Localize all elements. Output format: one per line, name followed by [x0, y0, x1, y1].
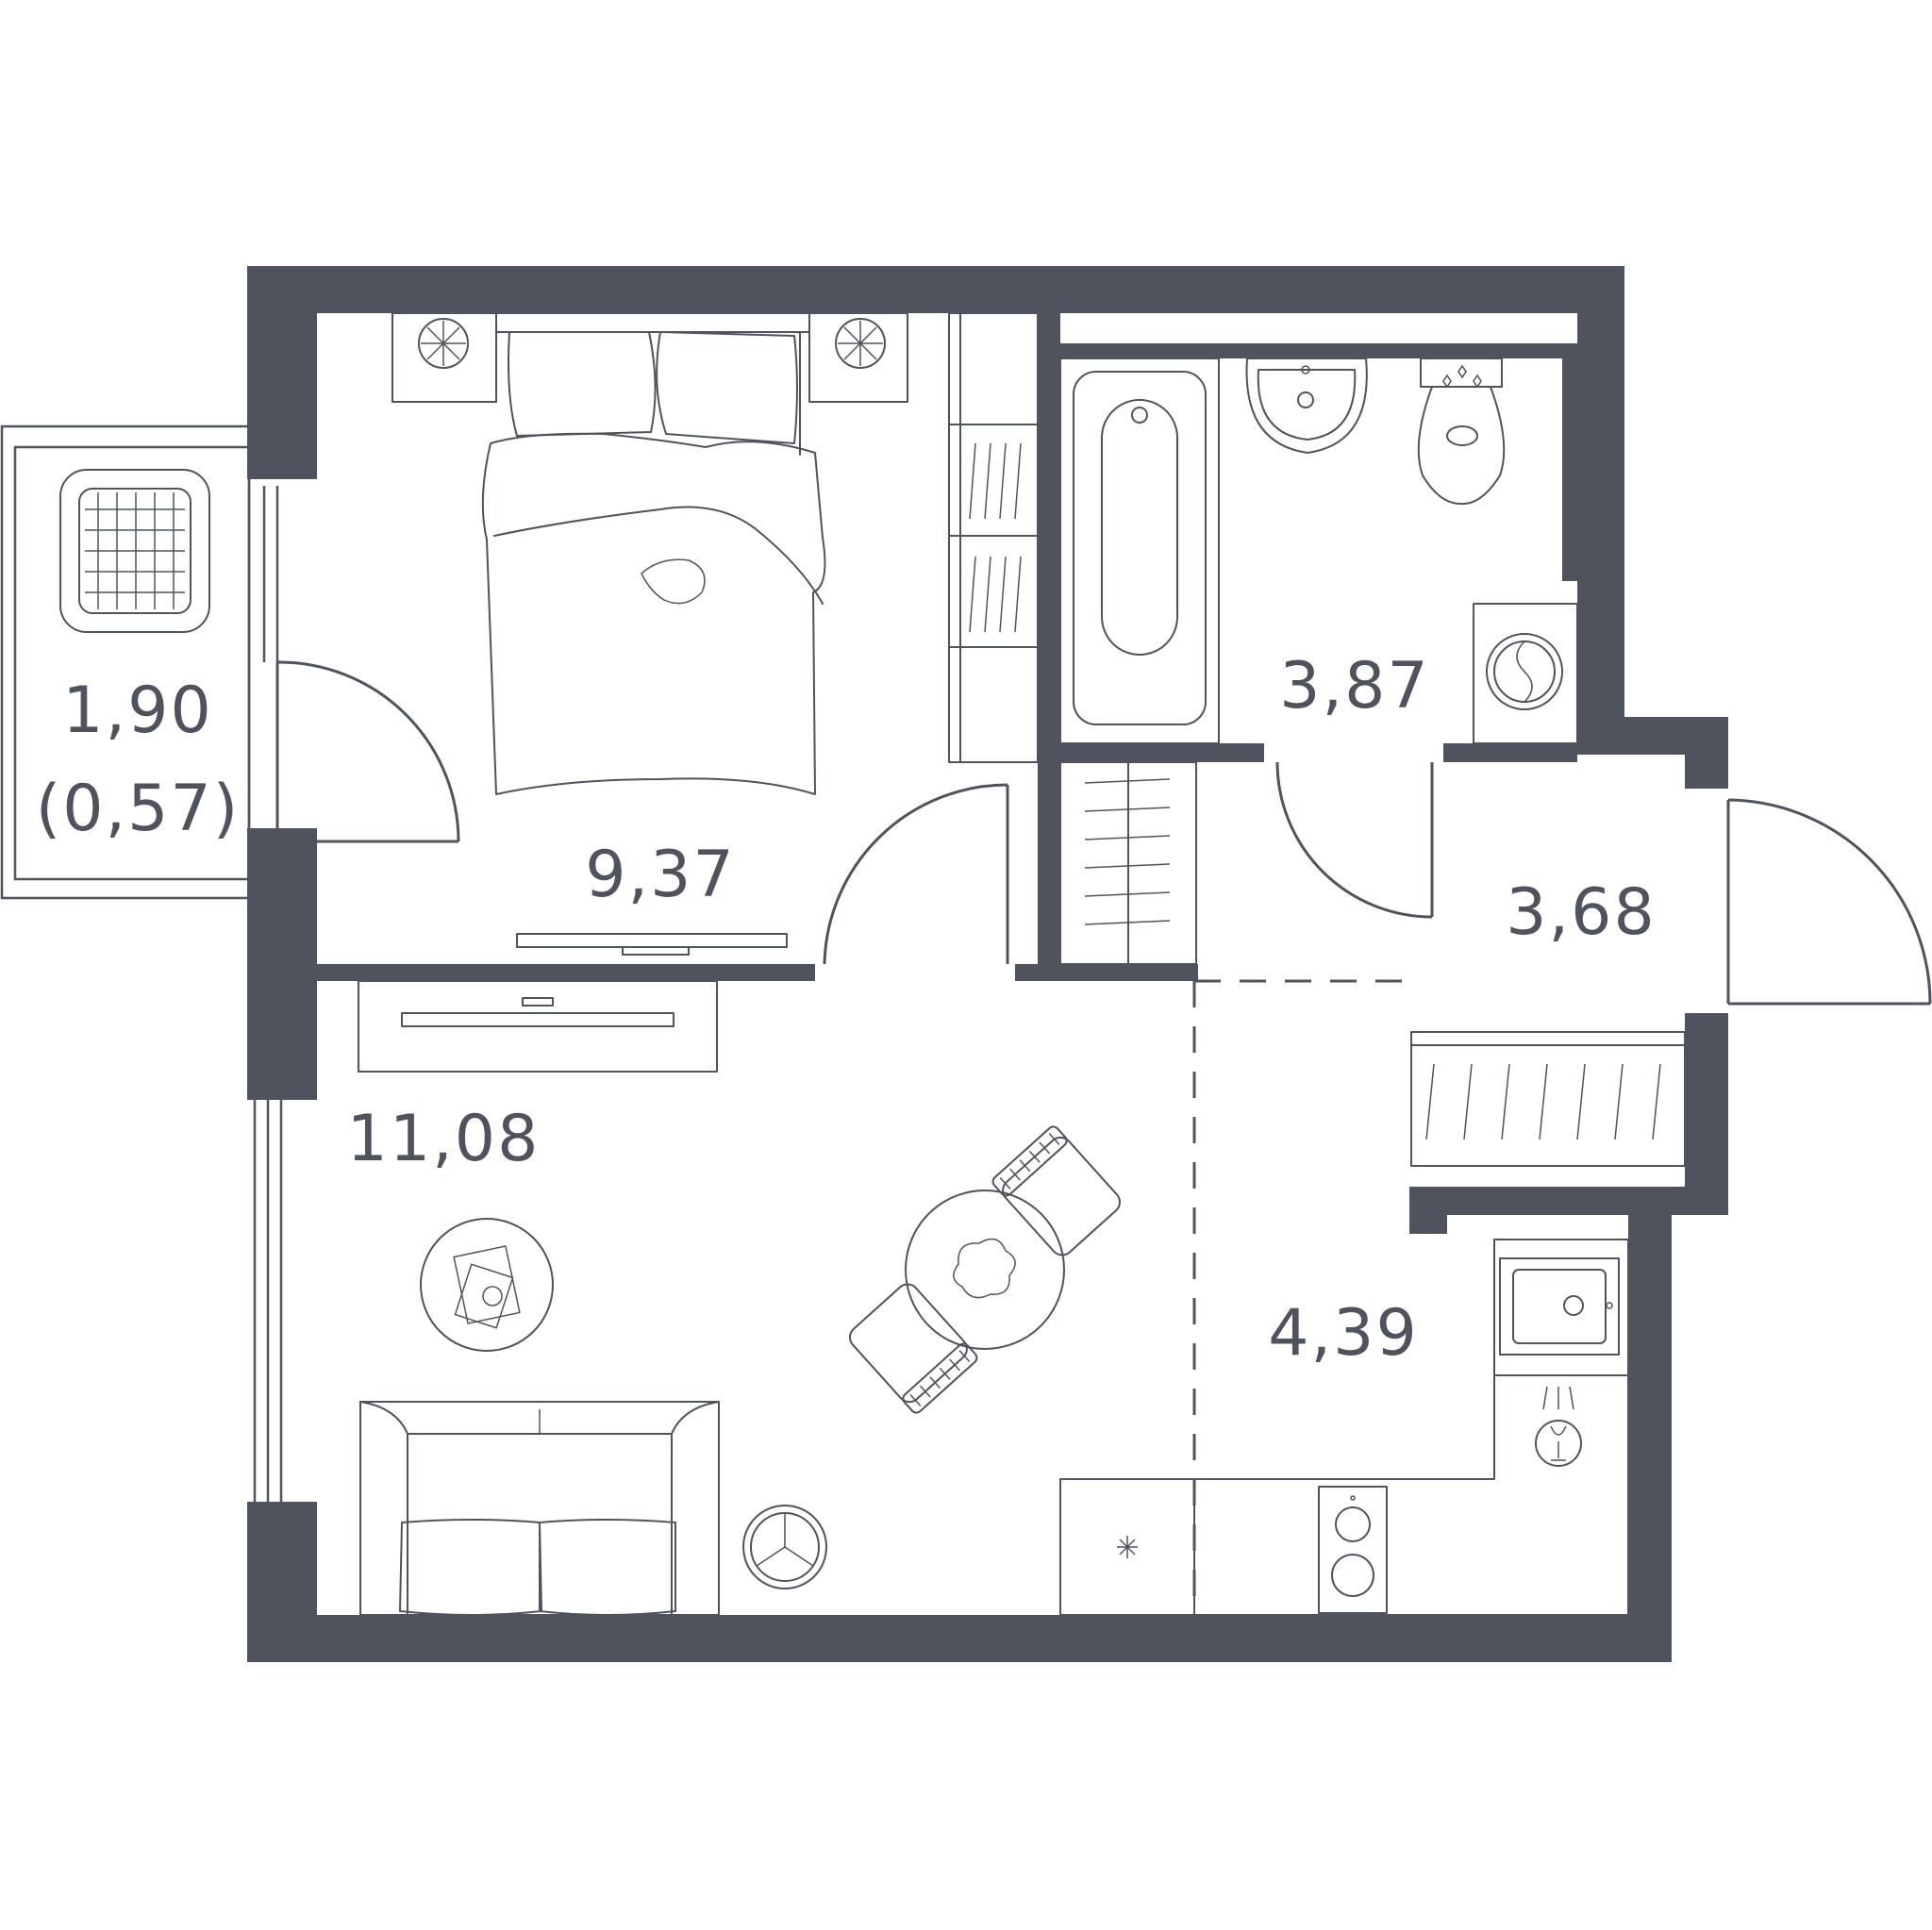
sink-icon [1499, 1257, 1620, 1356]
living-window [253, 1100, 283, 1513]
wardrobe-icon [1410, 1031, 1686, 1167]
toilet-icon [1417, 358, 1506, 506]
room-area-kitchen: 4,39 [1268, 1296, 1418, 1371]
dishwasher-icon [1535, 1386, 1582, 1467]
bathtub-icon [1059, 358, 1220, 744]
bathroom-door [1275, 761, 1434, 919]
sofa-icon [359, 1401, 720, 1616]
coffee-table-icon [420, 1218, 554, 1352]
dining-table-icon [905, 1190, 1065, 1350]
fridge-icon [1059, 1478, 1195, 1616]
zone-divider [1192, 979, 1411, 1615]
room-area-bedroom: 9,37 [585, 838, 735, 912]
balcony-door [275, 660, 460, 843]
robot-vacuum-icon [742, 1505, 827, 1589]
room-area-balcony: 1,90 [62, 674, 212, 748]
room-area-living-room: 11,08 [347, 1102, 541, 1176]
room-area-hallway: 3,68 [1506, 875, 1656, 950]
nightstand-lamp-icon [391, 312, 497, 403]
washing-machine-icon [1473, 603, 1578, 744]
wardrobe-icon [1059, 761, 1197, 965]
bathroom: 3,87 [1059, 358, 1578, 744]
balcony [0, 424, 279, 900]
bedroom: 9,37 [391, 312, 1039, 956]
tv-icon [358, 980, 718, 1073]
wardrobe-icon [948, 312, 1039, 763]
chair-icon [848, 1283, 978, 1414]
entrance-door [1726, 798, 1932, 1006]
fridge-snowflake [1117, 1536, 1138, 1558]
room-area-bathroom: 3,87 [1279, 649, 1429, 724]
washbasin-icon [1245, 358, 1368, 454]
balcony-inner-rail [13, 445, 251, 881]
stove-icon [1318, 1486, 1388, 1614]
nightstand-lamp-icon [808, 312, 908, 403]
walls [247, 266, 1728, 1662]
kitchen-counter [1193, 1239, 1629, 1616]
hallway: 3,68 [1059, 761, 1686, 1167]
chair-icon [991, 1125, 1122, 1256]
bedroom-door [823, 783, 1009, 965]
dining-set [848, 1125, 1122, 1414]
room-area-balcony-reduced: (0,57) [36, 772, 240, 846]
armchair-icon [59, 469, 210, 633]
kitchen: 4,39 [1059, 1239, 1629, 1616]
living-room: 11,08 [347, 980, 827, 1616]
double-bed-icon [481, 312, 826, 795]
tv-icon [516, 933, 788, 956]
